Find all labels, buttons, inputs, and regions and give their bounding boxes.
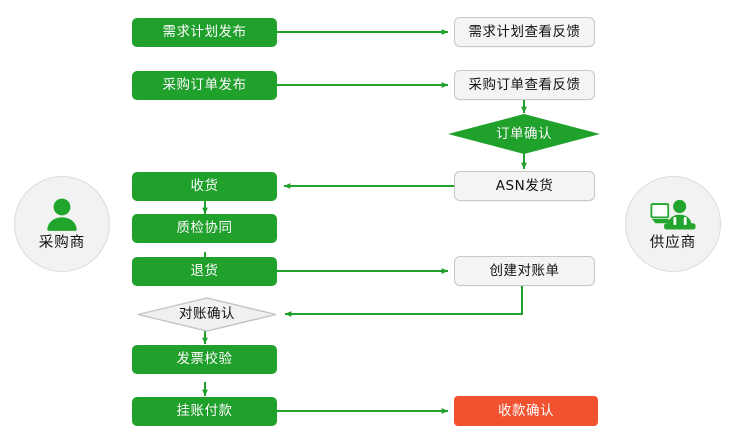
person-with-computer-icon xyxy=(650,200,696,230)
node-create-statement-label: 创建对账单 xyxy=(489,262,560,279)
node-demand-plan-publish[interactable]: 需求计划发布 xyxy=(132,18,277,47)
diamond-shape-plain xyxy=(137,297,277,332)
node-po-feedback[interactable]: 采购订单查看反馈 xyxy=(454,70,595,100)
actor-supplier-label: 供应商 xyxy=(649,235,697,252)
node-receive-goods[interactable]: 收货 xyxy=(132,172,277,201)
node-qc-collab-label: 质检协同 xyxy=(176,220,233,237)
diamond-shape-green xyxy=(448,114,600,154)
node-payable-payment[interactable]: 挂账付款 xyxy=(132,397,277,426)
person-icon xyxy=(47,198,77,232)
node-asn-ship[interactable]: ASN发货 xyxy=(454,171,595,201)
node-statement-confirm-label: 对账确认 xyxy=(179,306,235,323)
actor-buyer[interactable]: 采购商 xyxy=(14,176,110,272)
node-return-goods[interactable]: 退货 xyxy=(132,257,277,286)
actor-buyer-label: 采购商 xyxy=(38,235,86,252)
node-po-publish[interactable]: 采购订单发布 xyxy=(132,71,277,100)
edge-create-statement-to-statement-confirm xyxy=(284,286,523,317)
node-order-confirm-label: 订单确认 xyxy=(496,125,552,142)
node-receipt-confirm-label: 收款确认 xyxy=(498,402,554,419)
node-demand-plan-feedback-label: 需求计划查看反馈 xyxy=(468,23,581,40)
node-payable-payment-label: 挂账付款 xyxy=(176,403,233,420)
node-po-feedback-label: 采购订单查看反馈 xyxy=(468,76,581,93)
node-demand-plan-feedback[interactable]: 需求计划查看反馈 xyxy=(454,17,595,47)
node-qc-collab[interactable]: 质检协同 xyxy=(132,214,277,243)
node-invoice-check-label: 发票校验 xyxy=(176,351,233,368)
node-statement-confirm[interactable]: 对账确认 xyxy=(137,297,277,332)
node-invoice-check[interactable]: 发票校验 xyxy=(132,345,277,374)
node-create-statement[interactable]: 创建对账单 xyxy=(454,256,595,286)
node-return-goods-label: 退货 xyxy=(190,263,219,280)
actor-supplier[interactable]: 供应商 xyxy=(625,176,721,272)
node-receive-goods-label: 收货 xyxy=(190,178,219,195)
node-demand-plan-publish-label: 需求计划发布 xyxy=(162,24,247,41)
node-po-publish-label: 采购订单发布 xyxy=(162,77,247,94)
node-receipt-confirm[interactable]: 收款确认 xyxy=(454,396,598,426)
node-asn-ship-label: ASN发货 xyxy=(495,177,554,194)
node-order-confirm[interactable]: 订单确认 xyxy=(448,114,600,154)
